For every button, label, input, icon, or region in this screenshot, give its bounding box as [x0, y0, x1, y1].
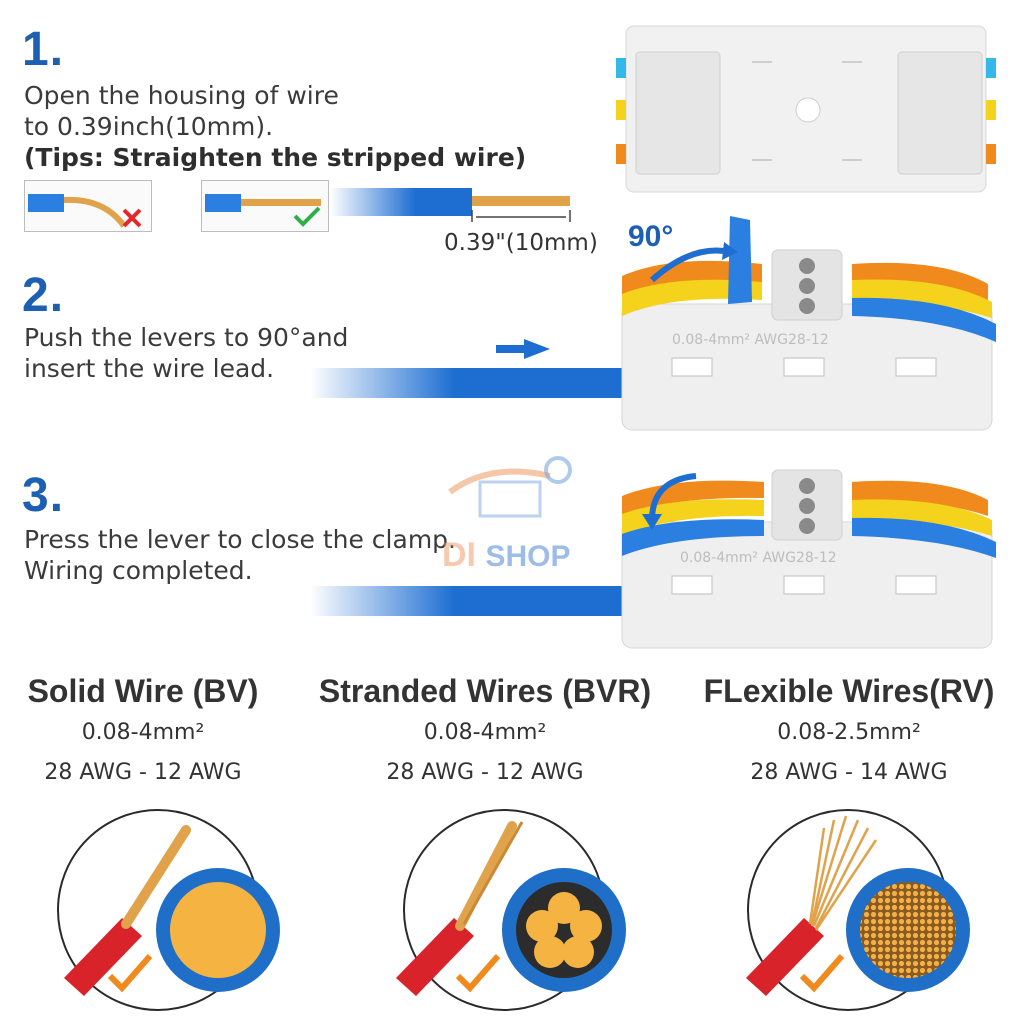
stranded-wire-illustration [396, 809, 626, 1011]
wire-type-2-awg: 28 AWG - 12 AWG [386, 760, 584, 785]
watermark-part-1: DI [442, 536, 476, 574]
connector-marking-step-3: 0.08-4mm² AWG28-12 [680, 550, 837, 566]
check-icon [293, 206, 321, 227]
wire-type-3-awg: 28 AWG - 14 AWG [750, 760, 948, 785]
connector-levers-open [621, 216, 996, 431]
step-1-number: 1. [22, 23, 65, 76]
lever-blue-raised [728, 216, 752, 304]
step-2-line-1: Push the levers to 90°and [24, 323, 349, 352]
step-1-line-1: Open the housing of wire [24, 81, 339, 110]
flexible-wire-illustration [746, 809, 970, 1011]
wire-type-2-title: Stranded Wires (BVR) [318, 673, 652, 709]
wire-type-3-size: 0.08-2.5mm² [777, 720, 921, 745]
step-2-instruction: Push the levers to 90°and insert the wir… [24, 322, 348, 384]
watermark-text: DI SHOP [442, 536, 570, 575]
bent-wire-wrong-illustration [24, 180, 152, 232]
wire-type-1-awg: 28 AWG - 12 AWG [44, 760, 242, 785]
step-3-instruction: Press the lever to close the clamp. Wiri… [24, 524, 456, 586]
stripped-wire-illustration [330, 188, 571, 222]
wire-type-2-size: 0.08-4mm² [423, 720, 547, 745]
connector-levers-closed [621, 469, 996, 649]
connector-marking-step-2: 0.08-4mm² AWG28-12 [672, 332, 829, 348]
step-2-number: 2. [22, 269, 65, 322]
shop-logo-icon [448, 456, 572, 518]
straight-wire-right-illustration [201, 180, 329, 232]
step-1-tip: (Tips: Straighten the stripped wire) [24, 143, 527, 172]
strip-length-label: 0.39"(10mm) [444, 230, 598, 256]
insert-arrow-icon [496, 339, 550, 359]
wire-type-3-title: FLexible Wires(RV) [703, 673, 995, 709]
solid-wire-illustration [57, 809, 280, 1011]
step-3-line-2: Wiring completed. [24, 556, 253, 585]
check-icon [799, 954, 845, 993]
angle-label: 90° [628, 220, 674, 253]
wire-type-1-size: 0.08-4mm² [81, 720, 205, 745]
cross-icon [122, 208, 142, 228]
check-icon [107, 954, 153, 993]
step-3-line-1: Press the lever to close the clamp. [24, 525, 456, 554]
step-1-line-2: to 0.39inch(10mm). [24, 112, 274, 141]
connector-top-view [616, 25, 996, 193]
wire-type-1-title: Solid Wire (BV) [27, 673, 259, 709]
inserted-wire-step-3 [310, 586, 630, 616]
step-1-instruction: Open the housing of wire to 0.39inch(10m… [24, 80, 526, 173]
check-icon [455, 954, 501, 993]
watermark-part-2: SHOP [485, 540, 571, 573]
step-2-line-2: insert the wire lead. [24, 354, 275, 383]
step-3-number: 3. [22, 469, 65, 522]
inserted-wire-step-2 [310, 368, 630, 398]
